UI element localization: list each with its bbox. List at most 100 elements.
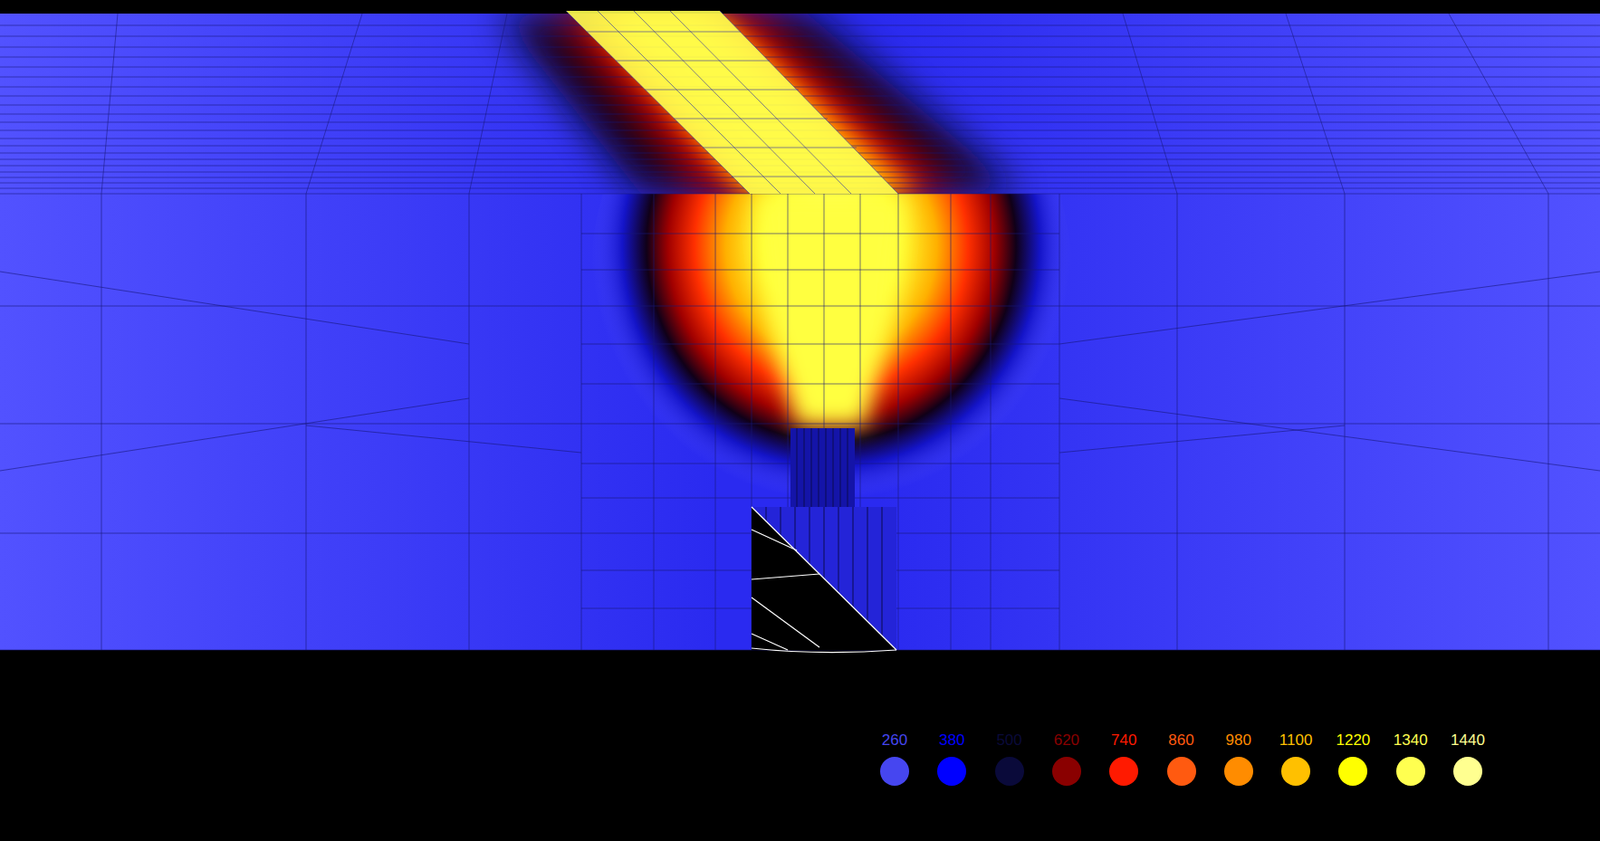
- mesh-shape: [0, 306, 1600, 307]
- mesh-shape: [751, 507, 897, 651]
- mesh-shape: [615, 60, 770, 62]
- mesh-shape: [751, 507, 897, 653]
- mesh-shape: [0, 25, 1600, 27]
- mesh-shape: [751, 648, 897, 653]
- legend-item: 260: [867, 731, 922, 786]
- mesh-shape: [1059, 271, 1600, 345]
- legend-label: 620: [1039, 731, 1094, 750]
- mesh-shape: [0, 36, 1600, 38]
- mesh-shape: [790, 428, 855, 508]
- mesh-shape: [860, 193, 862, 508]
- legend-label: 980: [1211, 731, 1266, 750]
- legend-swatch: [1338, 756, 1368, 786]
- mesh-shape: [751, 507, 897, 651]
- mesh-shape: [581, 383, 1060, 385]
- legend-item: 980: [1211, 731, 1266, 786]
- mesh-shape: [597, 10, 781, 194]
- mesh-shape: [644, 89, 799, 91]
- mesh-shape: [469, 13, 508, 194]
- mesh-shape: [751, 529, 797, 551]
- legend-item: 380: [924, 731, 979, 786]
- legend-item: 500: [982, 731, 1037, 786]
- mesh-shape: [0, 57, 1600, 58]
- legend-item: 1100: [1268, 731, 1323, 786]
- legend-swatch: [880, 756, 910, 786]
- legend-item: 860: [1154, 731, 1209, 786]
- mesh-shape: [581, 344, 1060, 345]
- mesh-shape: [0, 67, 1600, 68]
- weld-bead: [565, 10, 899, 194]
- mesh-shape: [0, 86, 1600, 88]
- mesh-shape: [1548, 193, 1550, 651]
- mesh-shape: [840, 428, 842, 508]
- mesh-shape: [0, 76, 1600, 78]
- mesh-shape: [751, 574, 820, 580]
- legend-item: 1340: [1383, 731, 1438, 786]
- legend-swatch: [1224, 756, 1254, 786]
- mesh-shape: [796, 428, 848, 508]
- legend-swatch: [1396, 756, 1426, 786]
- mesh-shape: [702, 147, 857, 149]
- mesh-shape: [673, 118, 828, 120]
- legend-swatch: [995, 756, 1025, 786]
- legend-swatch: [1167, 756, 1197, 786]
- mesh-shape: [825, 428, 827, 508]
- mesh-shape: [653, 193, 655, 651]
- mesh-shape: [0, 271, 470, 345]
- mesh-shape: [818, 428, 820, 508]
- mesh-shape: [796, 428, 798, 508]
- legend-item: 1220: [1325, 731, 1380, 786]
- mesh-shape: [990, 193, 992, 651]
- legend-swatch: [1453, 756, 1483, 786]
- mesh-shape: [731, 176, 882, 178]
- mesh-shape: [847, 428, 849, 508]
- mesh-shape: [670, 10, 852, 194]
- mesh-shape: [811, 428, 813, 508]
- mesh-shape: [306, 13, 363, 194]
- mesh-shape: [581, 193, 583, 651]
- legend-swatch: [1109, 756, 1139, 786]
- mesh-shape: [1059, 425, 1345, 453]
- mesh-shape: [1122, 13, 1178, 194]
- notch: [751, 428, 897, 653]
- mesh-shape: [1285, 13, 1345, 194]
- legend-swatch: [937, 756, 967, 786]
- mesh-shape: [591, 193, 1072, 526]
- legend-item: 740: [1096, 731, 1151, 786]
- mesh-shape: [1177, 193, 1179, 651]
- legend-label: 1220: [1325, 731, 1380, 750]
- mesh-shape: [581, 269, 1060, 271]
- mesh-shape: [756, 193, 906, 426]
- mesh-shape: [101, 193, 103, 651]
- mesh-shape: [469, 193, 470, 651]
- mesh-shape: [1344, 193, 1346, 651]
- legend-label: 500: [982, 731, 1037, 750]
- mesh-shape: [1059, 193, 1061, 651]
- legend-swatch: [1052, 756, 1082, 786]
- legend-label: 740: [1096, 731, 1151, 750]
- mesh-shape: [719, 10, 899, 194]
- mesh-shape: [0, 423, 1600, 425]
- mesh-shape: [633, 10, 815, 194]
- mesh-shape: [787, 193, 789, 508]
- mesh-shape: [1059, 398, 1600, 471]
- block-heat: [591, 193, 1072, 526]
- legend-label: 380: [924, 731, 979, 750]
- legend-item: 620: [1039, 731, 1094, 786]
- mesh-shape: [586, 31, 741, 33]
- mesh-shape: [101, 13, 118, 194]
- mesh-shape: [0, 47, 1600, 48]
- mesh-shape: [751, 597, 820, 648]
- mesh-shape: [565, 10, 899, 194]
- legend-label: 1440: [1440, 731, 1495, 750]
- block-mesh: [0, 193, 1600, 651]
- mesh-shape: [715, 193, 717, 651]
- mesh-shape: [881, 507, 883, 651]
- legend-label: 260: [867, 731, 922, 750]
- mesh-shape: [581, 233, 1060, 235]
- mesh-shape: [804, 428, 805, 508]
- legend-label: 1340: [1383, 731, 1438, 750]
